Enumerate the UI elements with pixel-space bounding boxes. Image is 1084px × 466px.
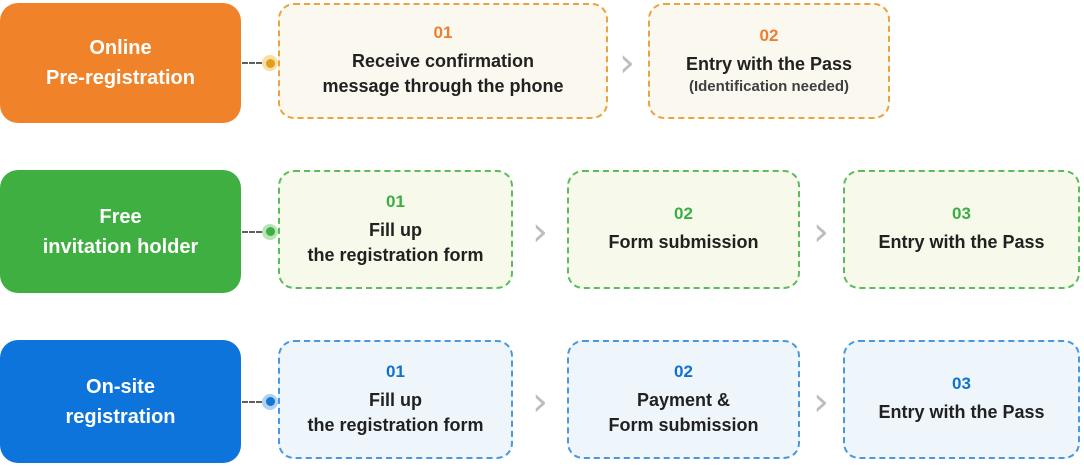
connector-dot — [262, 393, 278, 410]
connector-dashed-line — [242, 400, 262, 403]
step-note: (Identification needed) — [688, 77, 849, 95]
step-number: 03 — [952, 374, 971, 393]
row-label-online-pre-registration: Online Pre-registration — [0, 3, 241, 123]
step-card-fill-up-form: 01 Fill up the registration form — [278, 340, 513, 459]
step-card-form-submission: 02 Form submission — [567, 170, 800, 289]
connector-dashed-line — [242, 62, 262, 64]
connector-dot — [262, 223, 278, 240]
flow-row-online-pre-registration: Online Pre-registration 01 Receive confi… — [0, 3, 1084, 123]
row-label-line: On-site — [86, 375, 155, 398]
connector-dashed-line — [242, 230, 262, 233]
chevron-right-icon: › — [619, 40, 635, 86]
connector-dot-core — [265, 397, 275, 406]
step-title: Entry with the Pass — [878, 230, 1044, 255]
step-title-line: the registration form — [307, 414, 484, 435]
row-label-on-site-registration: On-site registration — [0, 340, 241, 463]
step-title: Entry with the Pass — [878, 400, 1044, 425]
row-label-free-invitation-holder: Free invitation holder — [0, 170, 241, 293]
step-card-entry-with-pass: 03 Entry with the Pass — [843, 340, 1080, 459]
connector-dot — [262, 55, 278, 71]
step-title: Form submission — [608, 230, 758, 255]
step-number: 02 — [674, 204, 693, 223]
step-number: 02 — [759, 25, 779, 45]
step-title: Fill up the registration form — [307, 218, 483, 268]
step-title-line: Payment & — [636, 389, 731, 410]
step-number: 03 — [952, 204, 971, 223]
step-title: Payment & Form submission — [608, 388, 758, 438]
flow-row-on-site-registration: On-site registration 01 Fill up the regi… — [0, 340, 1084, 463]
connector-dot-core — [265, 227, 275, 236]
step-number: 01 — [386, 361, 405, 381]
step-title-line: Form submission — [608, 232, 759, 252]
step-title-line: Fill up — [369, 389, 422, 410]
step-title-line: the registration form — [307, 244, 484, 265]
step-title-line: Fill up — [369, 219, 422, 240]
step-title-line: Form submission — [608, 414, 759, 435]
flow-row-free-invitation-holder: Free invitation holder 01 Fill up the re… — [0, 170, 1084, 293]
row-label-line: Pre-registration — [46, 67, 195, 89]
step-title-line: message through the phone — [322, 76, 564, 96]
connector-dot-core — [265, 58, 275, 68]
step-number: 02 — [674, 361, 693, 381]
row-label-line: invitation holder — [42, 235, 199, 258]
step-card-fill-up-form: 01 Fill up the registration form — [278, 170, 513, 289]
step-title: Fill up the registration form — [307, 388, 483, 438]
step-title-line: Entry with the Pass — [878, 232, 1045, 252]
chevron-right-icon: › — [532, 208, 548, 255]
row-label-line: Free — [99, 205, 142, 228]
step-card-entry-with-pass: 03 Entry with the Pass — [843, 170, 1080, 289]
step-title-line: Receive confirmation — [351, 51, 535, 71]
chevron-right-icon: › — [813, 378, 829, 425]
step-title: Receive confirmation message through the… — [322, 49, 563, 99]
row-label-line: registration — [65, 405, 176, 428]
step-title-line: Entry with the Pass — [685, 53, 853, 74]
step-card-receive-confirmation: 01 Receive confirmation message through … — [278, 3, 608, 119]
row-label-line: Online — [89, 37, 152, 59]
step-number: 01 — [433, 23, 453, 42]
step-number: 01 — [386, 191, 405, 211]
chevron-right-icon: › — [532, 378, 548, 425]
chevron-right-icon: › — [813, 208, 829, 255]
step-card-payment-form-submission: 02 Payment & Form submission — [567, 340, 800, 459]
step-title-line: Entry with the Pass — [878, 402, 1045, 422]
step-card-entry-with-pass: 02 Entry with the Pass (Identification n… — [648, 3, 890, 119]
step-title: Entry with the Pass (Identification need… — [686, 52, 852, 97]
